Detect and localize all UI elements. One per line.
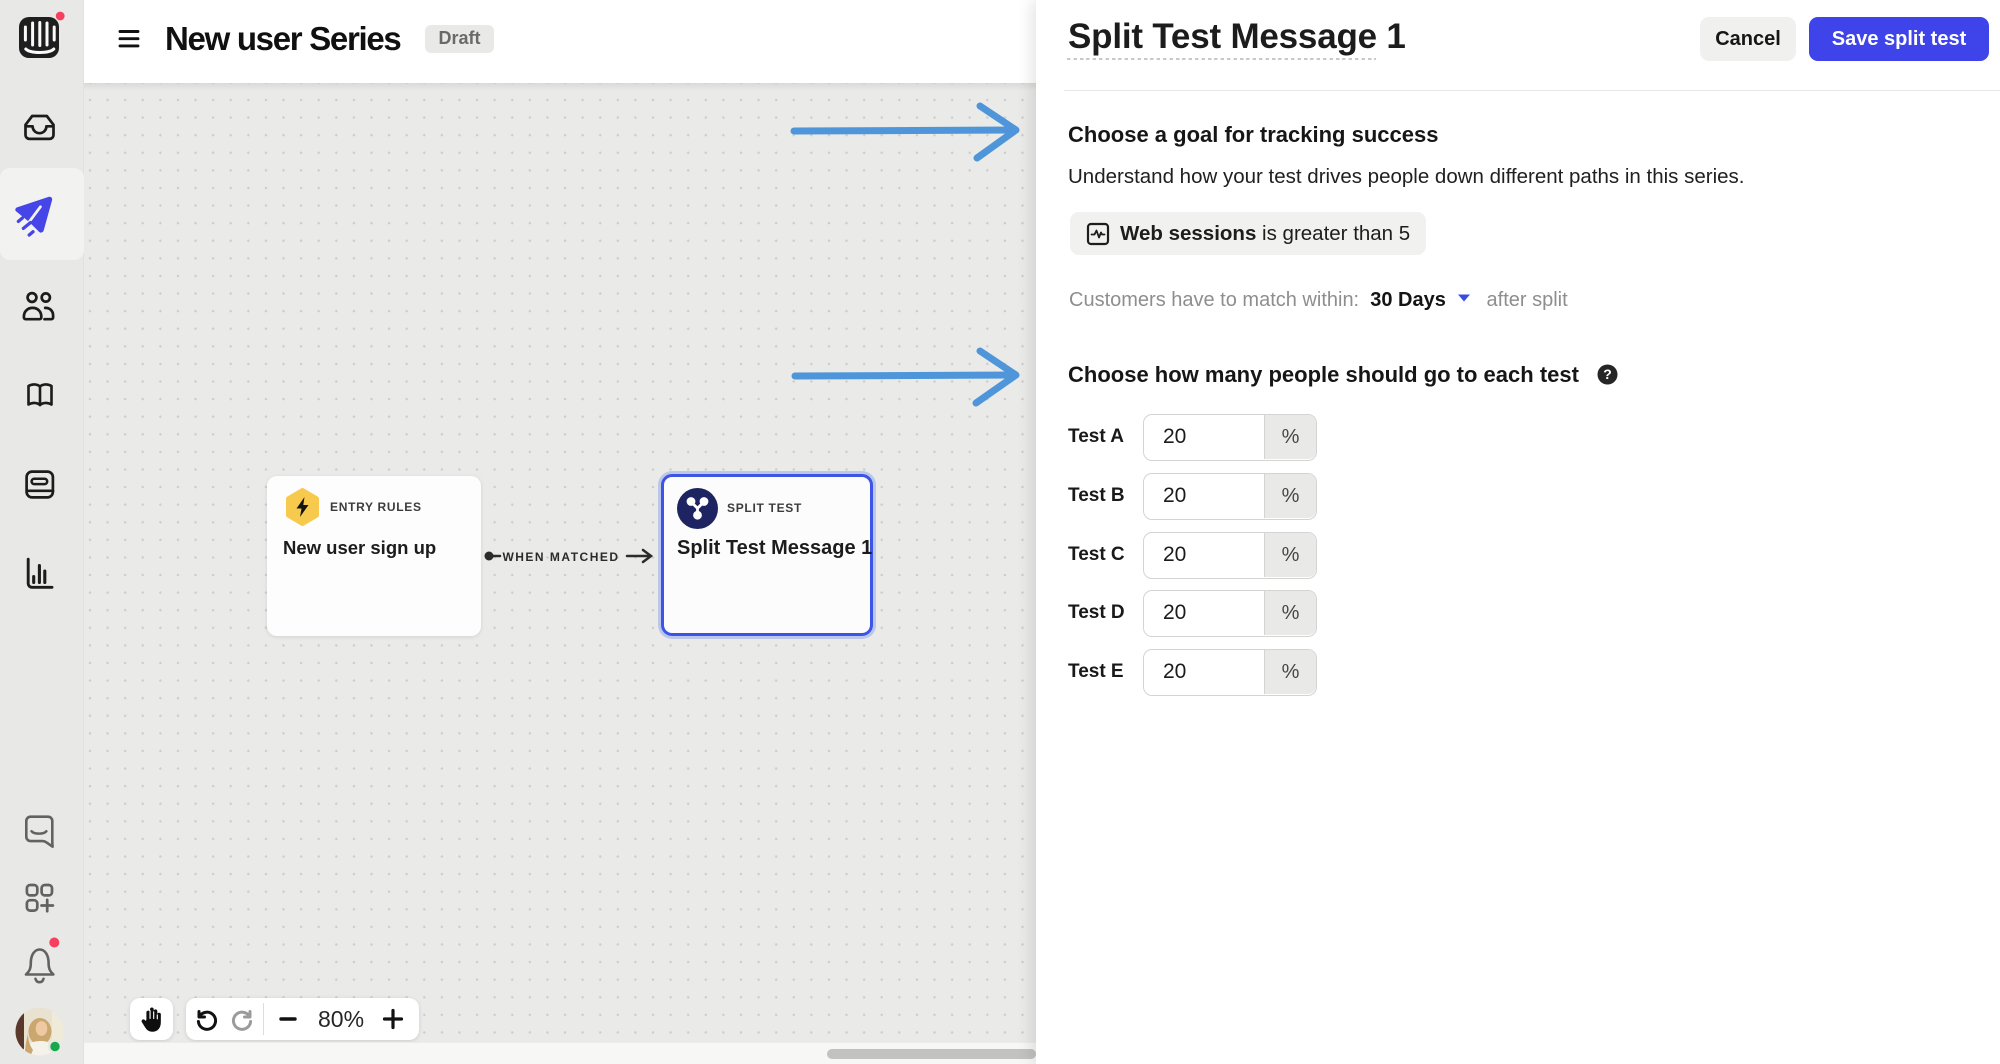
svg-text:WHEN MATCHED: WHEN MATCHED [502, 550, 619, 564]
svg-text:?: ? [1604, 366, 1613, 382]
